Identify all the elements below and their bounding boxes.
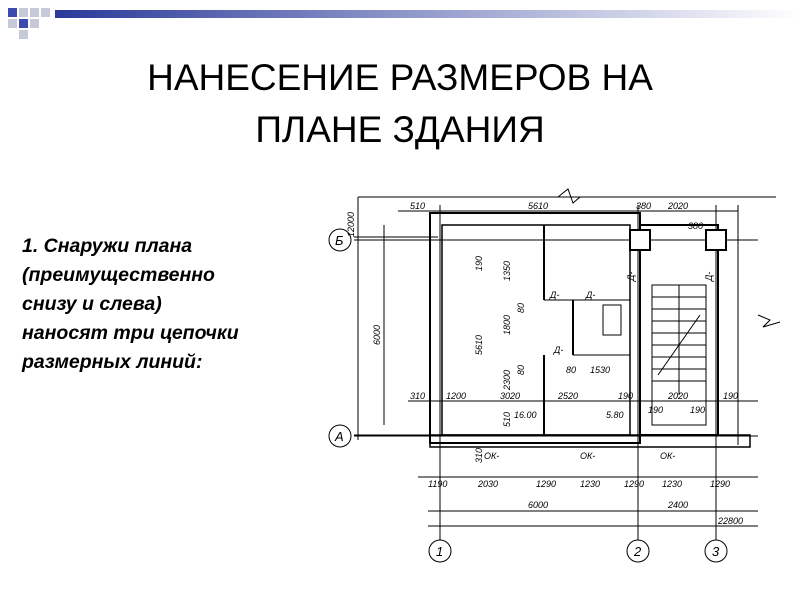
mid-dim-190d: 190 <box>690 405 705 415</box>
mid-dim-3020: 3020 <box>500 391 520 401</box>
floor-plan-drawing: Б А 1 2 3 510 5610 380 2020 380 12000 60… <box>328 188 781 563</box>
bathroom-fixture <box>602 304 622 336</box>
top-dim-380b: 380 <box>688 221 703 231</box>
top-dim-510: 510 <box>410 201 425 211</box>
outer-wall <box>429 212 641 444</box>
left-dim-12000: 12000 <box>346 212 356 237</box>
window-label-3: ОК- <box>660 451 675 461</box>
axis-b-label: Б <box>335 233 344 248</box>
inner-wall <box>441 224 631 436</box>
axis-2-marker <box>626 539 650 563</box>
deco-square <box>19 8 28 17</box>
room-area-1: 16.00 <box>514 410 537 420</box>
inner-dim-510: 510 <box>502 412 512 427</box>
top-dim-2020: 2020 <box>667 201 688 211</box>
mid-dim-190b: 190 <box>723 391 738 401</box>
left-dim-6000: 6000 <box>372 325 382 345</box>
axis-3-marker <box>704 539 728 563</box>
axis-a-marker <box>328 424 352 448</box>
inner-dim-1350: 1350 <box>502 261 512 281</box>
inner-dim-2300: 2300 <box>502 370 512 391</box>
window-label-2: ОК- <box>580 451 595 461</box>
deco-square <box>19 19 28 28</box>
deco-square <box>8 8 17 17</box>
slide-title: НАНЕСЕНИЕ РАЗМЕРОВ НА ПЛАНЕ ЗДАНИЯ <box>40 52 760 156</box>
inner-dim-5610: 5610 <box>474 335 484 355</box>
bottom-dim-2030: 2030 <box>477 479 498 489</box>
deco-square <box>41 8 50 17</box>
mid-dim-2520: 2520 <box>557 391 578 401</box>
mid-dim-190c: 190 <box>648 405 663 415</box>
inner-label-h80: 80 <box>566 365 576 375</box>
inner-dim-190: 190 <box>474 256 484 271</box>
mid-dim-310: 310 <box>410 391 425 401</box>
mid-dim-1200: 1200 <box>446 391 466 401</box>
stair-treads <box>652 285 706 395</box>
deco-square <box>19 30 28 39</box>
axis-3-label: 3 <box>712 544 720 559</box>
bullet-text: 1. Снаружи плана (преимущественно снизу … <box>22 235 239 373</box>
inner-label-80b: 80 <box>516 365 526 375</box>
bottom-wall <box>429 434 751 448</box>
axis-1-marker <box>428 539 452 563</box>
bottom-dim-1290c: 1290 <box>710 479 730 489</box>
mid-dim-190a: 190 <box>618 391 633 401</box>
top-dim-380a: 380 <box>636 201 651 211</box>
column <box>629 229 651 251</box>
right-break-line <box>757 314 781 328</box>
slide-title-line-2: ПЛАНЕ ЗДАНИЯ <box>255 109 545 150</box>
slide-title-line-1: НАНЕСЕНИЕ РАЗМЕРОВ НА <box>147 57 653 98</box>
inner-dim-1800: 1800 <box>502 315 512 335</box>
deco-square <box>8 19 17 28</box>
bottom-dim-22800: 22800 <box>717 516 743 526</box>
axis-1-label: 1 <box>436 544 443 559</box>
top-break-line <box>557 188 581 204</box>
door-label-5: Д- <box>704 272 714 282</box>
axis-b-marker <box>328 228 352 252</box>
bottom-dim-1230b: 1230 <box>662 479 682 489</box>
bottom-dim-1230a: 1230 <box>580 479 600 489</box>
inner-dim-310: 310 <box>474 448 484 463</box>
bottom-dim-1290a: 1290 <box>536 479 556 489</box>
bottom-dim-1190: 1190 <box>428 479 447 489</box>
axis-2-label: 2 <box>633 544 642 559</box>
deco-square <box>30 8 39 17</box>
door-label-1: Д- <box>549 290 559 300</box>
inner-label-1530: 1530 <box>590 365 610 375</box>
header-decoration <box>8 8 800 39</box>
inner-label-80a: 80 <box>516 303 526 313</box>
door-label-2: Д- <box>585 290 595 300</box>
axis-a-label: А <box>334 429 344 444</box>
door-label-4: Д- <box>626 272 636 282</box>
deco-square <box>30 19 39 28</box>
door-label-3: Д- <box>553 345 563 355</box>
bottom-dim-6000: 6000 <box>528 500 548 510</box>
bottom-dim-1290b: 1290 <box>624 479 644 489</box>
column <box>705 229 727 251</box>
header-gradient-bar <box>55 10 800 18</box>
room-area-2: 5.80 <box>606 410 624 420</box>
mid-dim-2020: 2020 <box>667 391 688 401</box>
top-dim-5610: 5610 <box>528 201 548 211</box>
bottom-dim-2400: 2400 <box>667 500 688 510</box>
window-label-1: ОК- <box>484 451 499 461</box>
